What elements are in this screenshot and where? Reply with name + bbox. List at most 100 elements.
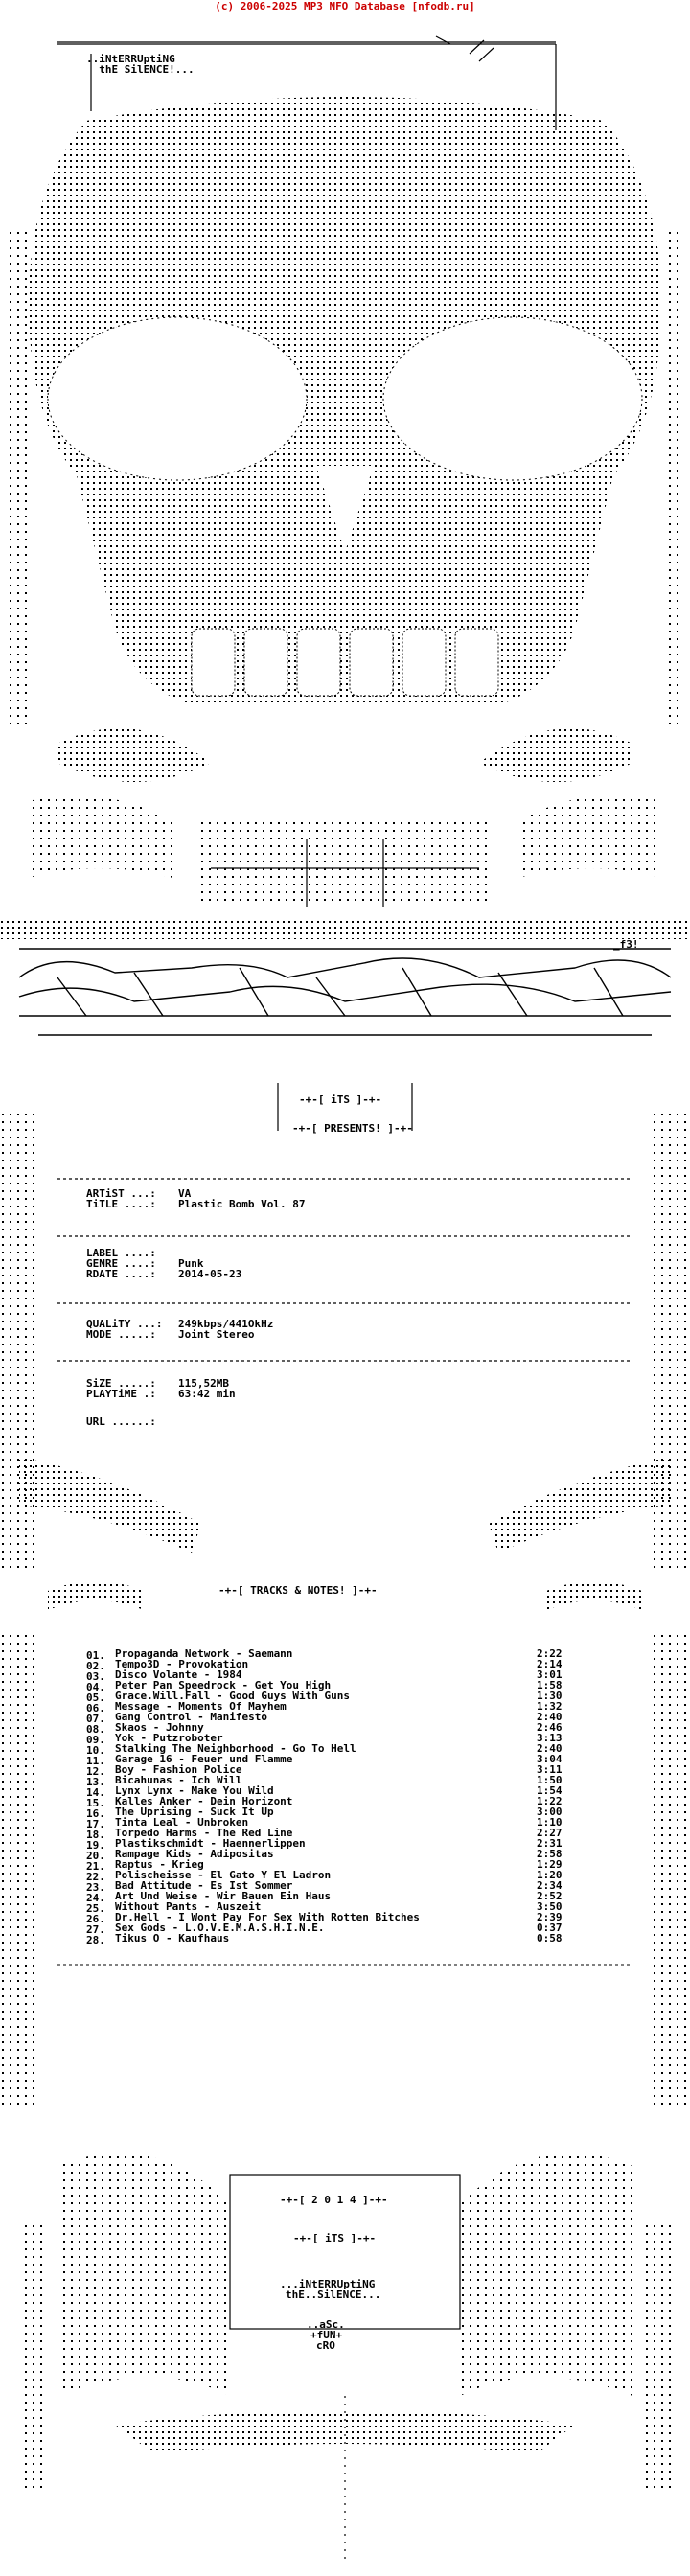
tracks-heading: -+-[ TRACKS & NOTES! ]-+- [218,1584,378,1597]
track-time: 1:29 [537,1858,563,1871]
track-number: 03. [86,1670,105,1683]
tracks-frame-art [0,1572,690,2108]
label-row: LABEL ....: [86,1247,156,1259]
track-number: 19. [86,1839,105,1852]
track-time: 2:52 [537,1890,563,1902]
footer-credit-cro: cRO [316,2339,335,2352]
track-time: 0:58 [537,1932,563,1944]
rdate-value: 2014-05-23 [178,1268,242,1280]
track-title: Propaganda Network - Saemann [115,1648,293,1659]
track-title: Tempo3D - Provokation [115,1659,249,1669]
track-number: 28. [86,1934,105,1946]
track-number: 20. [86,1850,105,1862]
track-row: 10.Stalking The Neighborhood - Go To Hel… [86,1742,623,1757]
track-time: 2:40 [537,1742,563,1755]
track-time: 1:22 [537,1795,563,1807]
track-title: Disco Volante - 1984 [115,1669,242,1680]
track-time: 1:50 [537,1774,563,1786]
track-time: 2:34 [537,1879,563,1892]
track-time: 3:11 [537,1763,563,1776]
track-time: 2:14 [537,1658,563,1670]
track-title: Raptus - Krieg [115,1859,204,1870]
track-number: 22. [86,1871,105,1883]
rdate-row: RDATE ....:2014-05-23 [86,1268,242,1280]
track-time: 2:22 [537,1647,563,1660]
genre-row: GENRE ....:Punk [86,1257,204,1270]
track-number: 02. [86,1660,105,1672]
footer-credit-asc: ..aSc. [307,2318,345,2331]
track-title: Art Und Weise - Wir Bauen Ein Haus [115,1891,332,1901]
playtime-row: PLAYTiME .:63:42 min [86,1388,236,1400]
track-title: Skaos - Johnny [115,1722,204,1733]
tracks-frame-svg [0,1581,690,2108]
mode-value: Joint Stereo [178,1328,255,1341]
track-number: 17. [86,1818,105,1830]
track-number: 05. [86,1691,105,1704]
track-row: 27.Sex Gods - L.O.V.E.M.A.S.H.I.N.E.0:37 [86,1921,623,1936]
track-title: Boy - Fashion Police [115,1764,242,1775]
track-time: 1:30 [537,1690,563,1702]
footer-credit-fun: +fUN+ [310,2329,343,2341]
track-number: 07. [86,1713,105,1725]
footer-tagline2: thE..SilENCE... [286,2288,381,2301]
info-frame-art [0,1073,690,1572]
track-number: 25. [86,1902,105,1915]
track-title: Yok - Putzroboter [115,1733,223,1743]
skull-ascii-art [0,15,690,916]
track-time: 2:58 [537,1848,563,1860]
track-time: 3:00 [537,1806,563,1818]
track-number: 13. [86,1776,105,1788]
track-number: 18. [86,1828,105,1841]
group-logo-art [0,920,690,1064]
track-number: 10. [86,1744,105,1757]
size-value: 115,52MB [178,1377,229,1390]
url-row: URL ......: [86,1415,156,1428]
track-title: Tikus O - Kaufhaus [115,1933,230,1944]
track-number: 08. [86,1723,105,1736]
playtime-value: 63:42 min [178,1388,236,1400]
site-header: (c) 2006-2025 MP3 NFO Database [nfodb.ru… [215,0,475,12]
track-title: Dr.Hell - I Wont Pay For Sex With Rotten… [115,1912,420,1922]
track-time: 1:32 [537,1700,563,1713]
track-row: 26.Dr.Hell - I Wont Pay For Sex With Rot… [86,1911,623,1924]
quality-row: QUALiTY ...:249kbps/441OkHz [86,1318,274,1330]
track-number: 27. [86,1923,105,1936]
track-title: Tinta Leal - Unbroken [115,1817,249,1828]
track-title: Bad Attitude - Es Ist Sommer [115,1880,293,1891]
track-time: 2:27 [537,1827,563,1839]
its-heading: -+-[ iTS ]-+- [299,1093,382,1106]
track-title: Polischeisse - El Gato Y El Ladron [115,1870,332,1880]
track-row: 05.Grace.Will.Fall - Good Guys With Guns… [86,1690,623,1704]
footer-year: -+-[ 2 0 1 4 ]-+- [280,2194,388,2206]
release-url: URL ......: [86,1416,178,1427]
track-time: 2:40 [537,1711,563,1723]
track-time: 2:39 [537,1911,563,1923]
track-time: 1:58 [537,1679,563,1691]
track-title: Garage 16 - Feuer und Flamme [115,1754,293,1764]
info-frame-svg [0,1083,690,1572]
track-time: 0:37 [537,1921,563,1934]
track-time: 1:54 [537,1784,563,1797]
track-row: 28. Tikus O - Kaufhaus 0:58 [86,1932,623,1946]
top-tagline: ..iNtERRUptiNG thE SilENCE!... [86,53,195,76]
artist-value: VA [178,1187,192,1200]
